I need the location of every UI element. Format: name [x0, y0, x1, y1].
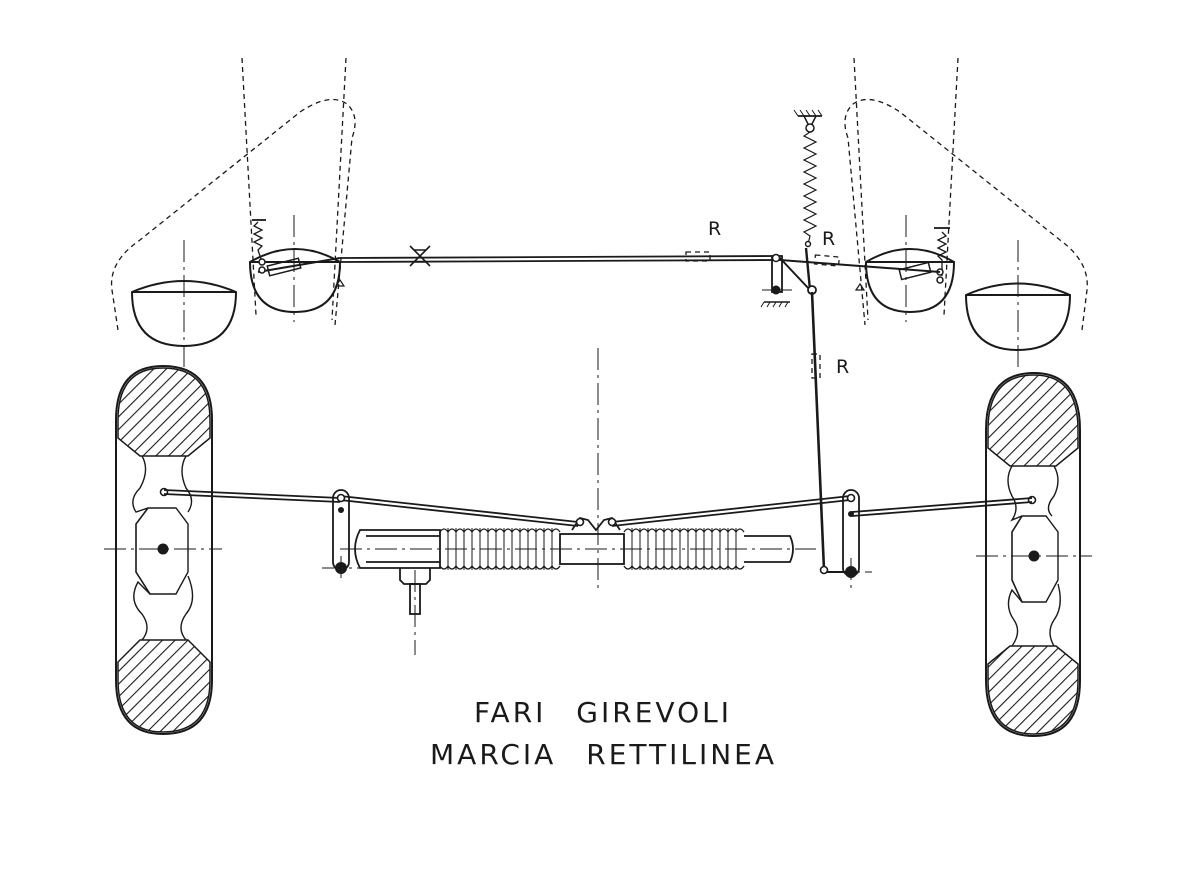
- left-bellows: [439, 528, 561, 570]
- caption-line-1: FARI GIREVOLI: [474, 696, 732, 729]
- caption-line-2: MARCIA RETTILINEA: [430, 738, 777, 771]
- left-headlight-sweep-outline: [110, 57, 356, 331]
- right-outer-headlamp: [964, 240, 1072, 370]
- bellcrank-pivot-assembly: [760, 109, 826, 571]
- rod-dashed-sleeve-top-left: [685, 251, 711, 262]
- headlamp-connecting-rod: [339, 245, 941, 273]
- right-bellows: [623, 528, 745, 570]
- steering-rack: [340, 348, 816, 655]
- left-wheel: [104, 364, 222, 736]
- rod-dashed-sleeve-top-right: [813, 254, 841, 267]
- adjuster-coupling: [409, 245, 431, 267]
- vertical-drag-rod: [810, 291, 826, 571]
- left-lamp-linkage: [252, 219, 346, 287]
- rod-label-top-right: R: [822, 228, 835, 250]
- left-outer-headlamp: [130, 240, 238, 370]
- right-wheel: [976, 371, 1092, 738]
- rod-dashed-sleeve-vertical: [811, 353, 821, 379]
- right-headlight-sweep-outline: [844, 57, 1088, 331]
- steering-linkage: [163, 489, 1033, 588]
- rod-label-vertical: R: [836, 356, 849, 378]
- rod-label-top-left: R: [708, 218, 721, 240]
